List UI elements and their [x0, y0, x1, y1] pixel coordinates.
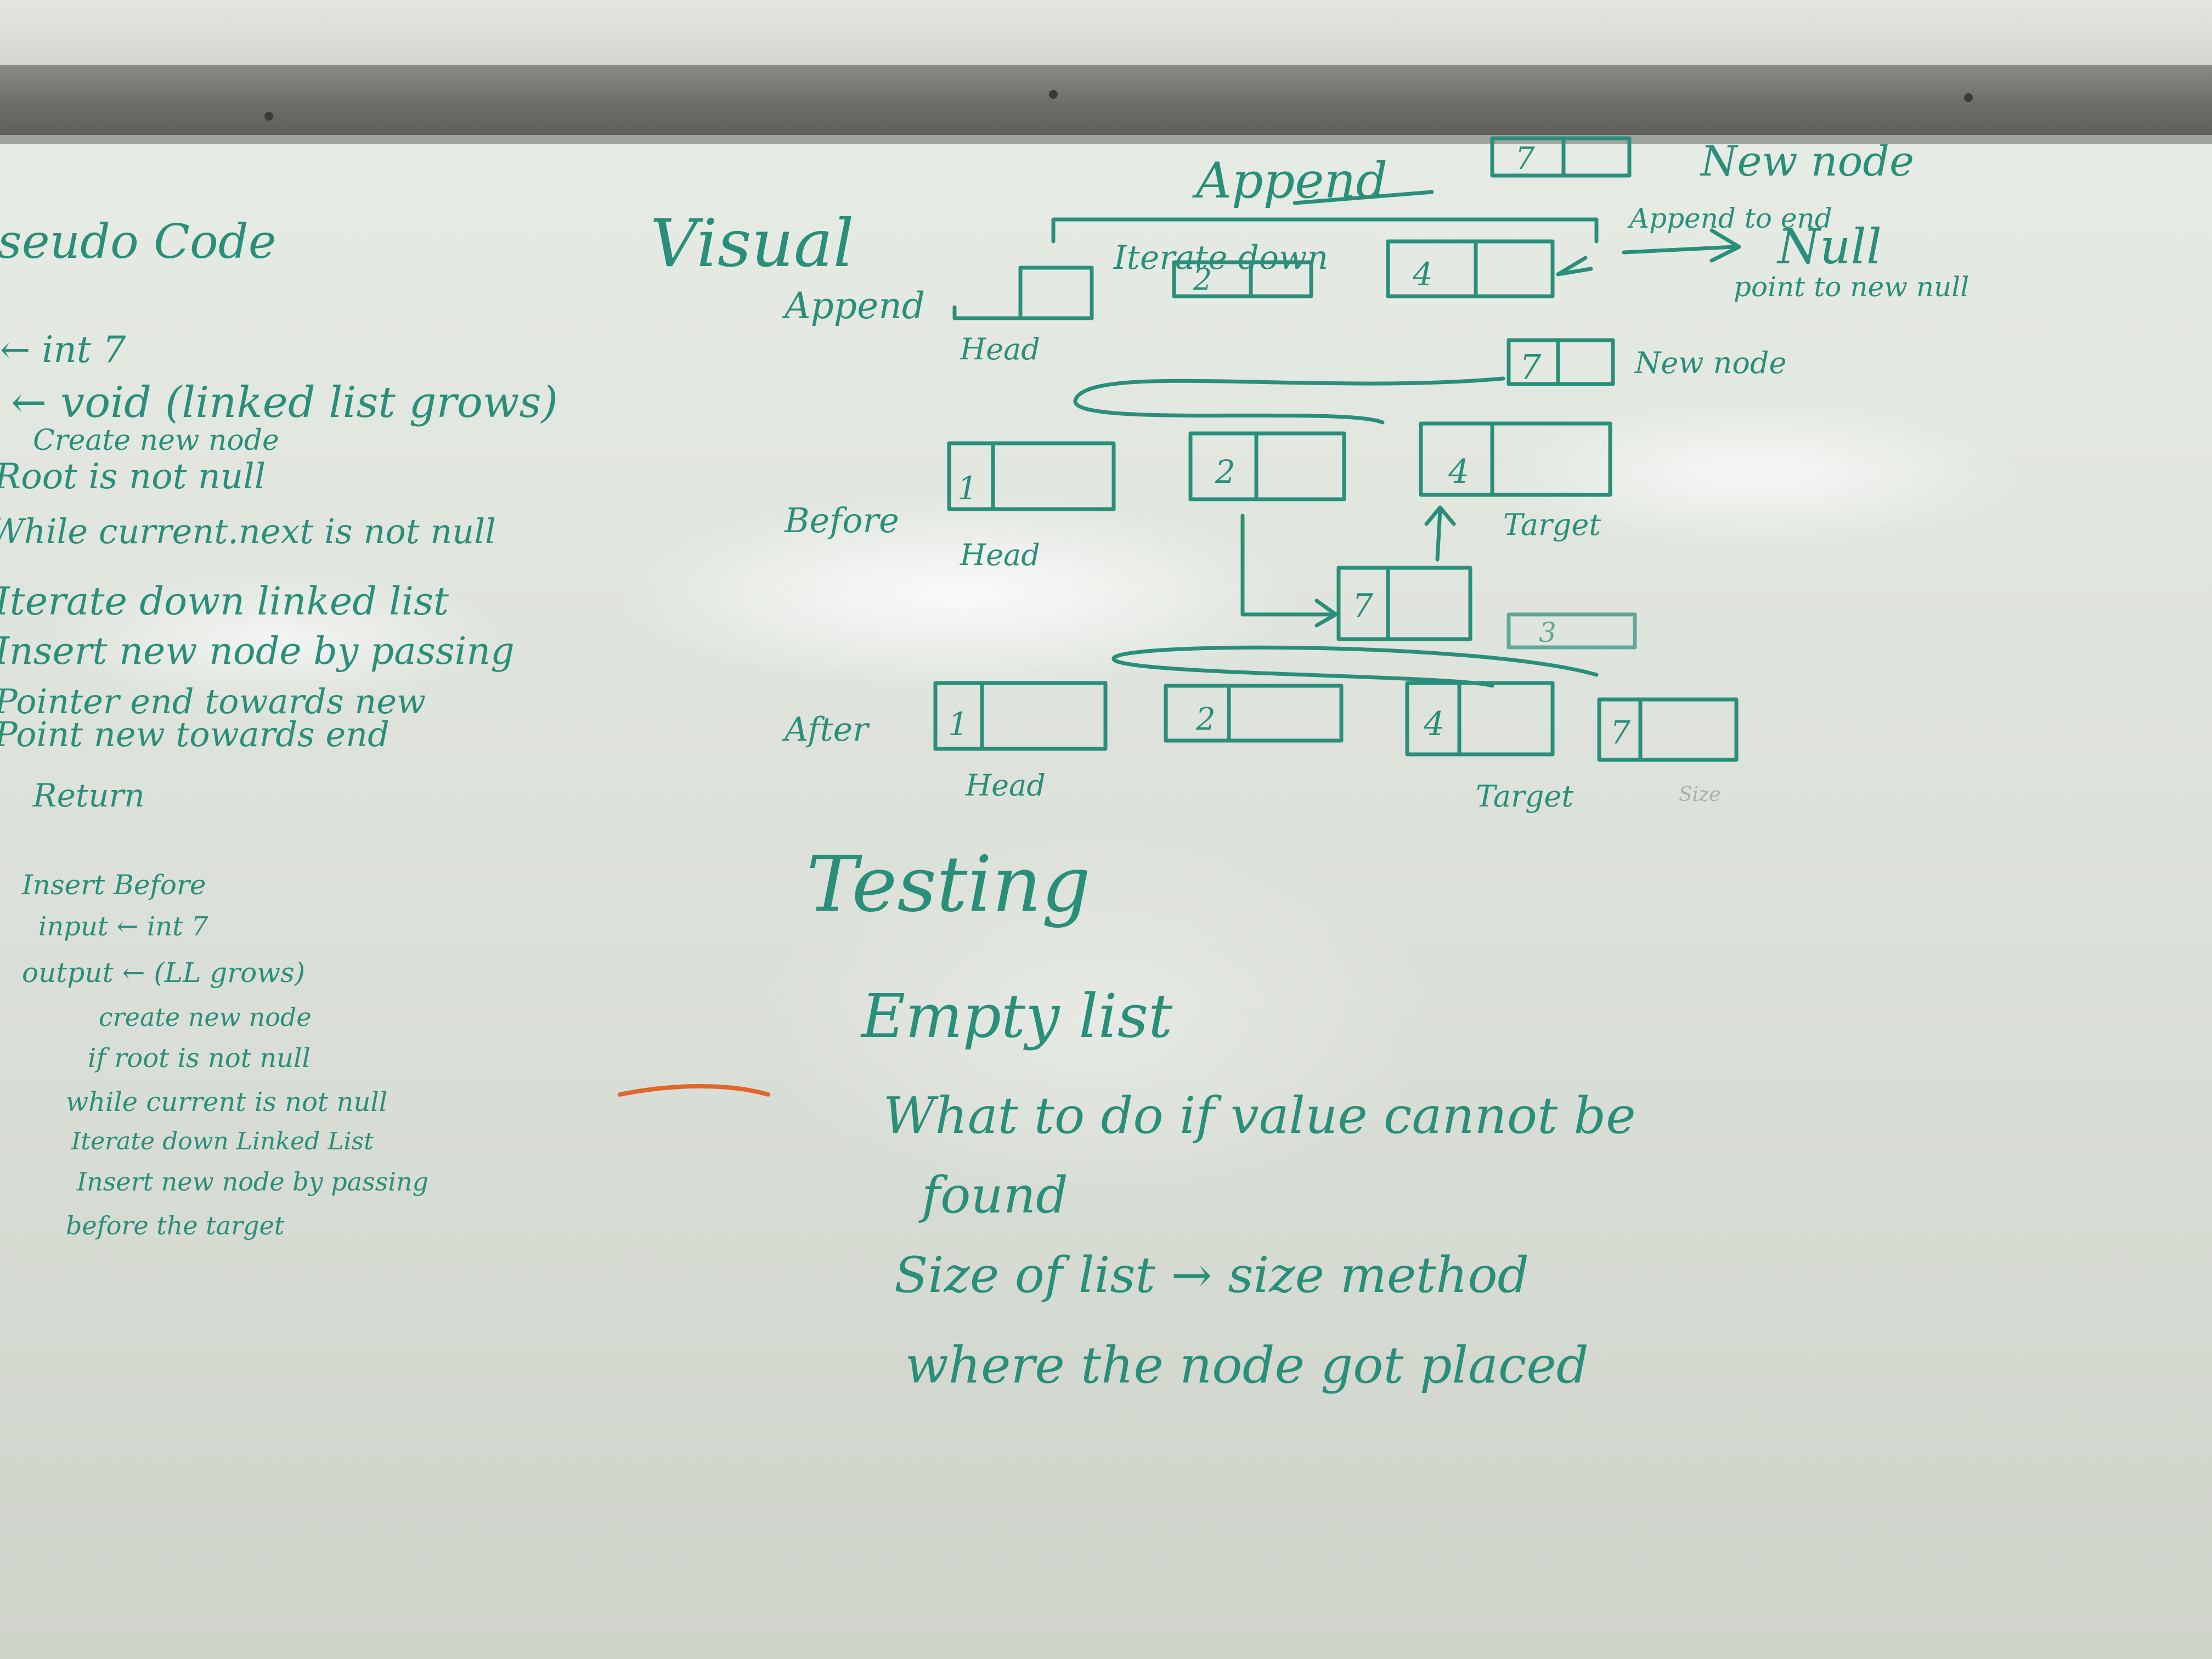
null-label: Null — [1776, 218, 1882, 275]
append-label: Append — [781, 285, 925, 327]
insert-before-line: while current is not null — [66, 1087, 387, 1118]
new-node-label-2: New node — [1634, 346, 1786, 380]
node-value: 4 — [1412, 256, 1433, 293]
append-arrow — [1051, 217, 1599, 244]
new-node-label: New node — [1700, 137, 1914, 185]
head-label: Head — [960, 538, 1040, 572]
code-line: Point new towards end — [0, 714, 390, 754]
code-line: ← void (linked list grows) — [11, 378, 558, 427]
arrow-to-null-icon — [1622, 228, 1741, 263]
node-box — [1597, 697, 1739, 762]
node-value: 7 — [1610, 714, 1630, 751]
node-box — [1490, 136, 1632, 178]
insert-before-line: Iterate down Linked List — [71, 1127, 374, 1155]
insert-before-line: output ← (LL grows) — [22, 957, 305, 989]
insert-before-heading: Insert Before — [21, 869, 206, 901]
insert-before-line: if root is not null — [88, 1043, 311, 1074]
insert-before-line: before the target — [66, 1211, 285, 1240]
target-label: Target — [1503, 507, 1601, 542]
head-label: Head — [960, 332, 1040, 366]
code-line: Root is not null — [0, 456, 266, 497]
node-box — [1419, 421, 1612, 497]
testing-item: Empty list — [860, 981, 1173, 1051]
node-value: 4 — [1448, 453, 1469, 491]
node-value: 7 — [1515, 141, 1535, 177]
target-label: Target — [1476, 779, 1573, 814]
node-box — [1188, 431, 1346, 501]
rail-screw-icon — [1049, 90, 1058, 99]
insert-before-line: input ← int 7 — [38, 911, 208, 942]
testing-notes: Testing Empty list What to do if value c… — [806, 840, 1636, 1395]
append-to-end-label: Append to end — [1627, 202, 1832, 234]
node-box — [1506, 338, 1615, 386]
code-line: Return — [32, 777, 145, 814]
insert-arrow-icon — [1240, 514, 1338, 628]
pointer-arrow-icon — [1424, 505, 1456, 562]
testing-item: found — [918, 1166, 1068, 1224]
node-box — [1336, 566, 1472, 641]
node-box — [1405, 681, 1555, 757]
arrow-icon — [1556, 256, 1593, 276]
whiteboard-surface — [0, 144, 2212, 1659]
pointer-curve — [1073, 376, 1505, 425]
code-line: Insert new node by passing — [0, 630, 515, 673]
node-value: 7 — [1520, 347, 1542, 387]
orange-marker-stroke — [618, 1084, 770, 1097]
testing-item: Size of list → size method — [894, 1246, 1529, 1304]
pointer-curve — [1111, 645, 1599, 688]
node-value: 2 — [1215, 453, 1235, 490]
code-line: Pointer end towards new — [0, 681, 426, 721]
testing-item: What to do if value cannot be — [883, 1086, 1636, 1145]
after-label: After — [782, 710, 870, 749]
node-box — [1164, 684, 1344, 743]
node-value: 2 — [1195, 702, 1216, 737]
whiteboard-rail — [0, 65, 2212, 136]
node-value: 1 — [948, 706, 968, 743]
testing-title: Testing — [806, 840, 1091, 929]
code-line: While current.next is not null — [0, 511, 496, 551]
node-box — [1506, 612, 1637, 650]
before-label: Before — [784, 500, 899, 540]
node-box — [947, 441, 1116, 511]
node-value: 4 — [1423, 705, 1444, 743]
append-head-box — [952, 266, 1094, 320]
size-label: Size — [1679, 783, 1720, 806]
visual-diagram: Visual Append Append Iterate down New no… — [650, 136, 1969, 814]
pseudo-code-title: Pseudo Code — [0, 215, 276, 269]
pseudo-code-notes: Pseudo Code ← int 7 ← void (linked list … — [0, 215, 558, 814]
node-box — [933, 681, 1108, 751]
node-box — [1172, 260, 1313, 298]
testing-item: where the node got placed — [905, 1336, 1589, 1395]
whiteboard-frame-edge — [0, 135, 2212, 145]
node-value: 2 — [1193, 262, 1212, 297]
iterate-label: Iterate down — [1113, 239, 1328, 277]
rail-screw-icon — [264, 112, 273, 121]
code-line: ← int 7 — [0, 329, 126, 371]
code-line: Iterate down linked list — [0, 579, 449, 624]
rail-screw-icon — [1964, 93, 1973, 102]
append-arrow-label: Append — [1192, 152, 1387, 210]
node-box — [1386, 239, 1555, 298]
insert-before-line: Insert new node by passing — [76, 1167, 428, 1197]
head-label: Head — [965, 768, 1046, 803]
append-arrow-head — [1293, 190, 1434, 205]
code-line: Create new node — [33, 424, 279, 457]
insert-before-notes: Insert Before input ← int 7 output ← (LL… — [21, 869, 428, 1240]
node-value: 1 — [957, 470, 978, 507]
node-value: 3 — [1539, 617, 1556, 648]
node-value: 7 — [1352, 587, 1374, 625]
wall — [0, 0, 2212, 66]
point-to-null-label: point to new null — [1734, 271, 1969, 303]
visual-title: Visual — [650, 206, 854, 282]
insert-before-line: create new node — [99, 1002, 312, 1032]
